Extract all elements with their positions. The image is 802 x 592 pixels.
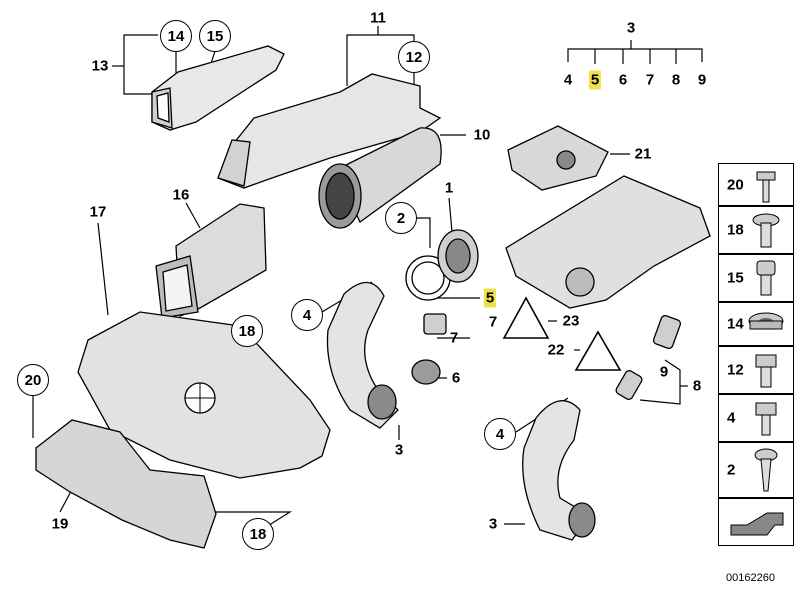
valve-cover <box>505 175 711 309</box>
label-7-right: 7 <box>449 329 459 347</box>
bolt-icon <box>756 171 776 203</box>
callout-2: 2 <box>385 202 417 234</box>
bracket-13 <box>123 34 158 95</box>
label-21: 21 <box>634 145 652 163</box>
label-23: 23 <box>562 312 580 330</box>
callout-12: 12 <box>398 41 430 73</box>
label-16: 16 <box>172 186 190 204</box>
label-3-bottom: 3 <box>488 515 498 533</box>
label-17: 17 <box>89 203 107 221</box>
diagram-code: 00162260 <box>726 572 775 584</box>
label-13: 13 <box>91 57 109 75</box>
lower-duct <box>35 419 217 549</box>
label-9-right: 9 <box>659 363 669 381</box>
torx-screw-icon <box>752 213 780 248</box>
arrow-icon <box>730 512 784 536</box>
callout-20: 20 <box>17 364 49 396</box>
intake-snorkel <box>151 45 285 131</box>
label-8-top: 8 <box>671 71 681 89</box>
legend-row-4: 4 <box>718 394 794 442</box>
bracket-3 <box>567 48 703 62</box>
rubber-hose-bottom <box>522 400 596 541</box>
label-5-top: 5 <box>588 70 602 90</box>
label-5-mid: 5 <box>483 288 497 308</box>
label-4-top: 4 <box>563 71 573 89</box>
label-7-mid: 7 <box>488 313 498 331</box>
callout-14: 14 <box>160 20 192 52</box>
label-10: 10 <box>473 126 491 144</box>
legend-row-14: 14 <box>718 302 794 346</box>
label-9-top: 9 <box>697 71 707 89</box>
label-3-mid: 3 <box>394 441 404 459</box>
legend-row-20: 20 <box>718 163 794 206</box>
legend-row-12: 12 <box>718 346 794 394</box>
callout-4b: 4 <box>484 418 516 450</box>
callout-18b: 18 <box>242 518 274 550</box>
intake-duct <box>155 203 267 319</box>
label-7-top: 7 <box>645 71 655 89</box>
upper-cover <box>217 73 442 189</box>
label-1: 1 <box>444 179 454 197</box>
label-11: 11 <box>370 9 386 27</box>
callout-18a: 18 <box>231 315 263 347</box>
throttle-body <box>405 229 479 301</box>
legend-row-arrow <box>718 498 794 546</box>
legend-row-18: 18 <box>718 206 794 254</box>
hex-bolt-washer-icon <box>755 354 777 388</box>
legend-row-15: 15 <box>718 254 794 302</box>
rubber-hose-middle <box>326 281 399 429</box>
small-fittings <box>411 313 682 400</box>
label-22: 22 <box>547 341 565 359</box>
callout-4a: 4 <box>291 299 323 331</box>
oil-cap-plate <box>507 125 609 191</box>
self-tapping-screw-icon <box>754 448 778 492</box>
callout-15: 15 <box>199 20 231 52</box>
label-6-mid: 6 <box>451 369 461 387</box>
label-19: 19 <box>51 515 69 533</box>
label-8-right: 8 <box>692 377 702 395</box>
grommet-icon <box>748 312 784 330</box>
warning-labels <box>502 296 622 371</box>
label-3-top: 3 <box>626 19 636 37</box>
label-6-top: 6 <box>618 71 628 89</box>
legend-row-2: 2 <box>718 442 794 498</box>
engine-cover <box>77 311 331 479</box>
air-filter <box>318 127 442 229</box>
bracket-11 <box>346 34 415 86</box>
socket-screw-icon <box>756 260 776 296</box>
hex-bolt-icon <box>755 402 777 436</box>
